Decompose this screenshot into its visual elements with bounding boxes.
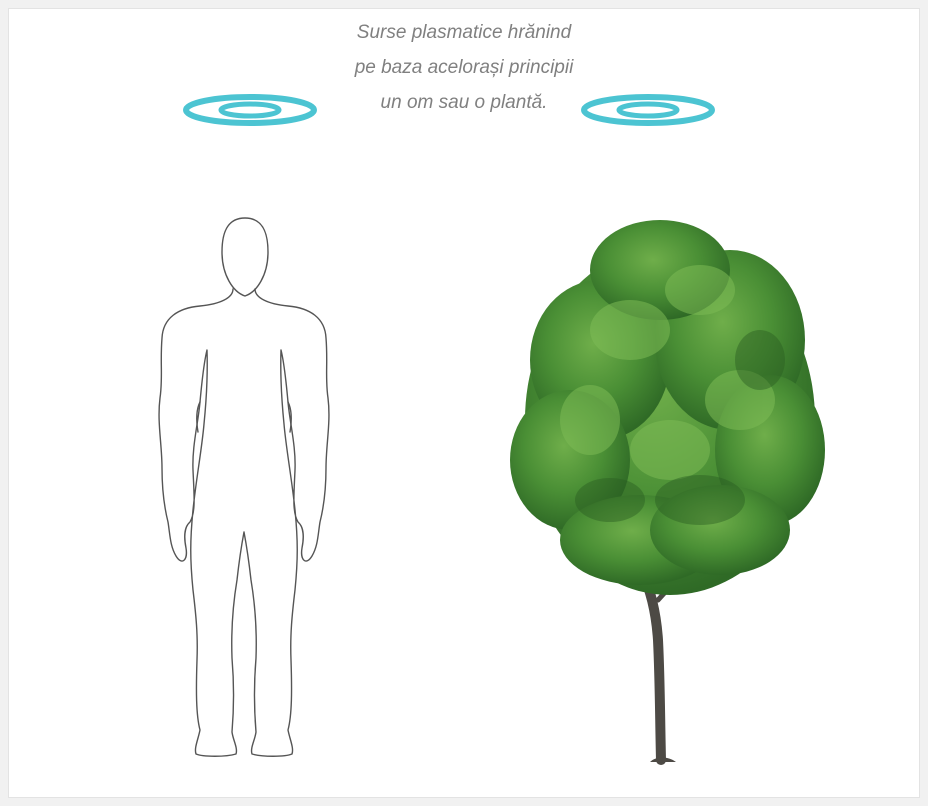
tree-illustration xyxy=(505,210,835,770)
caption-line-2: pe baza acelorași principii xyxy=(0,51,928,85)
human-outline-figure xyxy=(150,210,340,770)
caption-line-3: un om sau o plantă. xyxy=(0,86,928,120)
caption-line-1: Surse plasmatice hrănind xyxy=(0,16,928,50)
plasma-ring-left-icon xyxy=(180,92,320,128)
plasma-ring-right-icon xyxy=(578,92,718,128)
